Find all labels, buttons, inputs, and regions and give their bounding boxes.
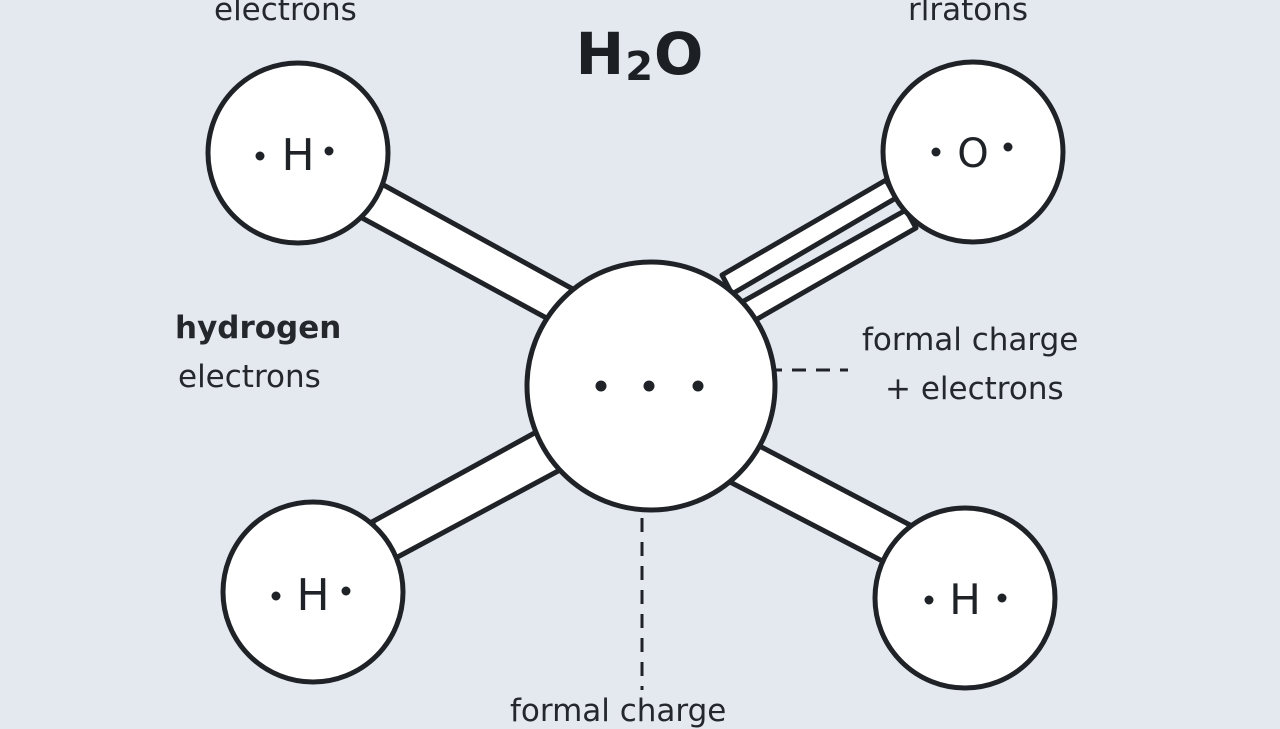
- bond-bottom-left: [369, 427, 563, 563]
- atom-symbol: H: [296, 570, 329, 621]
- label-hydrogen: hydrogen: [175, 310, 342, 346]
- atom-symbol: O: [957, 131, 988, 177]
- diagram-title: H2O: [540, 20, 740, 90]
- electron-dot: [255, 151, 265, 161]
- label-plus-electrons: + electrons: [885, 371, 1064, 407]
- label-formal-charge-bottom: formal charge: [510, 693, 727, 729]
- electron-dot: [595, 380, 607, 392]
- electron-dot: [643, 380, 655, 392]
- label-left-electrons: electrons: [178, 359, 321, 395]
- atom-bottom-right: H: [872, 505, 1058, 691]
- atom-top-left: H: [205, 60, 391, 246]
- electron-dot: [924, 595, 934, 605]
- title-main: H: [575, 20, 626, 88]
- electron-dot: [931, 147, 941, 157]
- electron-dot: [692, 380, 704, 392]
- electron-dot: [1003, 142, 1013, 152]
- bond-bottom-right: [727, 437, 913, 568]
- label-formal-charge-right: formal charge: [862, 322, 1079, 358]
- atom-symbol: H: [281, 130, 314, 181]
- label-top-left: electrons: [214, 0, 357, 28]
- title-subscript: 2: [625, 44, 655, 90]
- electron-dot: [271, 591, 281, 601]
- electron-dot: [324, 146, 334, 156]
- atom-center: [524, 259, 778, 513]
- title-rest: O: [654, 20, 705, 88]
- atom-symbol: H: [949, 575, 981, 624]
- atom-top-right: O: [880, 59, 1066, 245]
- electron-dot: [341, 586, 351, 596]
- electron-dot: [997, 593, 1007, 603]
- label-top-right: rlratons: [908, 0, 1029, 28]
- atom-bottom-left: H: [220, 499, 406, 685]
- bond-top-left: [350, 174, 583, 330]
